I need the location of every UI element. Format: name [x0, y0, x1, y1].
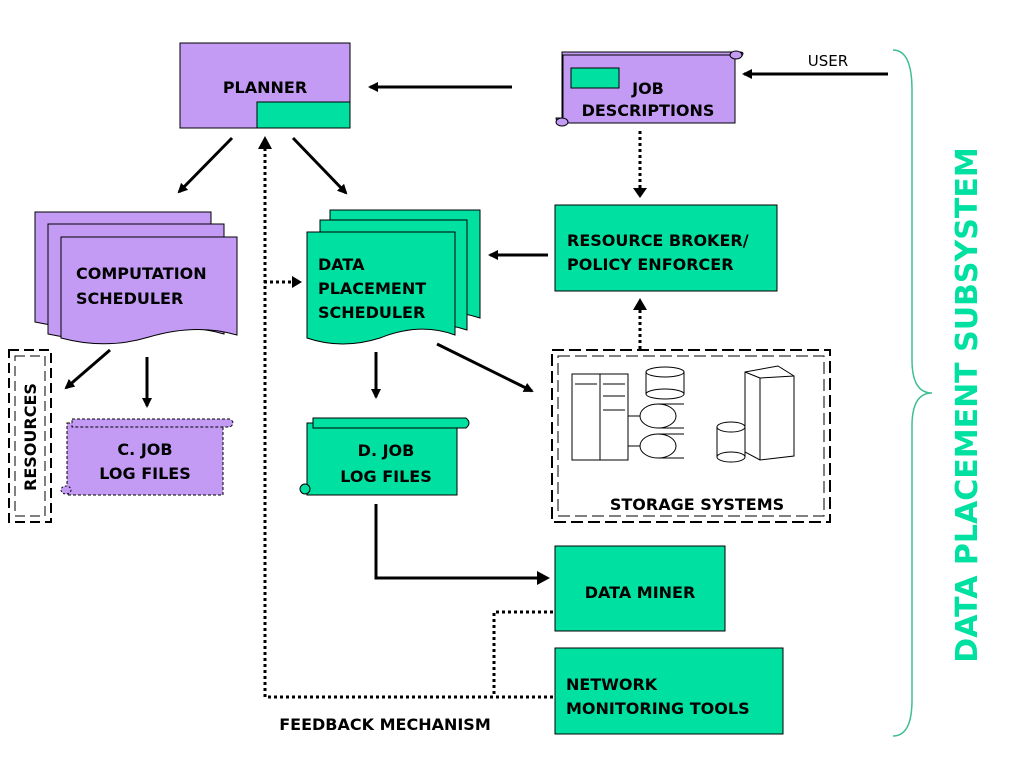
resource-broker-line1: RESOURCE BROKER/ [567, 231, 749, 250]
network-tools-line1: NETWORK [566, 675, 658, 694]
data-miner-label: DATA MINER [585, 583, 696, 602]
server-rack-icon [571, 373, 629, 461]
planner-node[interactable]: PLANNER [179, 42, 351, 129]
computation-to-resources-arrow [64, 348, 111, 390]
small-disk-icon [716, 421, 746, 463]
subsystem-label: DATA PLACEMENT SUBSYSTEM [950, 147, 985, 662]
dlog-to-miner-arrowhead [537, 571, 550, 585]
resource-broker-node[interactable]: RESOURCE BROKER/ POLICY ENFORCER [554, 204, 778, 292]
d-job-log-node[interactable]: D. JOB LOG FILES [299, 417, 470, 496]
storage-systems-box[interactable]: STORAGE SYSTEMS [551, 349, 831, 523]
network-tools-node[interactable]: NETWORK MONITORING TOOLS [554, 647, 784, 735]
c-job-log-line2: LOG FILES [99, 464, 190, 483]
network-tools-line2: MONITORING TOOLS [566, 699, 750, 718]
feedback-label: FEEDBACK MECHANISM [279, 715, 491, 734]
planner-label: PLANNER [223, 78, 307, 97]
data-placement-scheduler-node[interactable]: DATA PLACEMENT SCHEDULER [306, 209, 481, 345]
tower-server-icon [744, 365, 795, 461]
storage-systems-label: STORAGE SYSTEMS [610, 495, 784, 514]
planner-to-computation-arrow [177, 136, 234, 194]
computation-scheduler-node[interactable]: COMPUTATION SCHEDULER [34, 211, 238, 345]
resources-box: RESOURCES [8, 349, 52, 523]
dps-line2: PLACEMENT [318, 279, 426, 298]
miner-feedback-dotted [492, 610, 553, 697]
resource-broker-line2: POLICY ENFORCER [567, 255, 734, 274]
data-miner-node[interactable]: DATA MINER [554, 545, 726, 632]
feedback-to-planner-dotted [263, 148, 553, 699]
d-job-log-line1: D. JOB [358, 441, 415, 460]
d-job-log-line2: LOG FILES [340, 467, 431, 486]
planner-to-dps-arrow [291, 136, 348, 195]
disk-icon [645, 366, 685, 400]
job-descriptions-line2: DESCRIPTIONS [582, 101, 715, 120]
computation-scheduler-line1: COMPUTATION [76, 264, 207, 283]
subsystem-brace [892, 49, 933, 737]
resources-label: RESOURCES [21, 383, 40, 491]
computation-scheduler-line2: SCHEDULER [76, 289, 183, 308]
computation-to-dps-arrowhead [292, 276, 302, 288]
storage-to-broker-arrowhead [633, 298, 647, 310]
job-descriptions-node[interactable]: JOB DESCRIPTIONS [555, 50, 744, 127]
dlog-to-miner-line [374, 504, 540, 580]
job-to-broker-arrowhead [633, 188, 647, 198]
tape-drive-icon [628, 403, 684, 459]
user-label: USER [808, 52, 848, 70]
dps-line1: DATA [318, 255, 365, 274]
dps-to-storage-arrow [436, 342, 534, 393]
c-job-log-line1: C. JOB [117, 440, 172, 459]
feedback-arrowhead [258, 136, 272, 149]
job-descriptions-line1: JOB [631, 79, 664, 98]
dps-line3: SCHEDULER [318, 303, 425, 322]
c-job-log-node[interactable]: C. JOB LOG FILES [60, 418, 234, 496]
